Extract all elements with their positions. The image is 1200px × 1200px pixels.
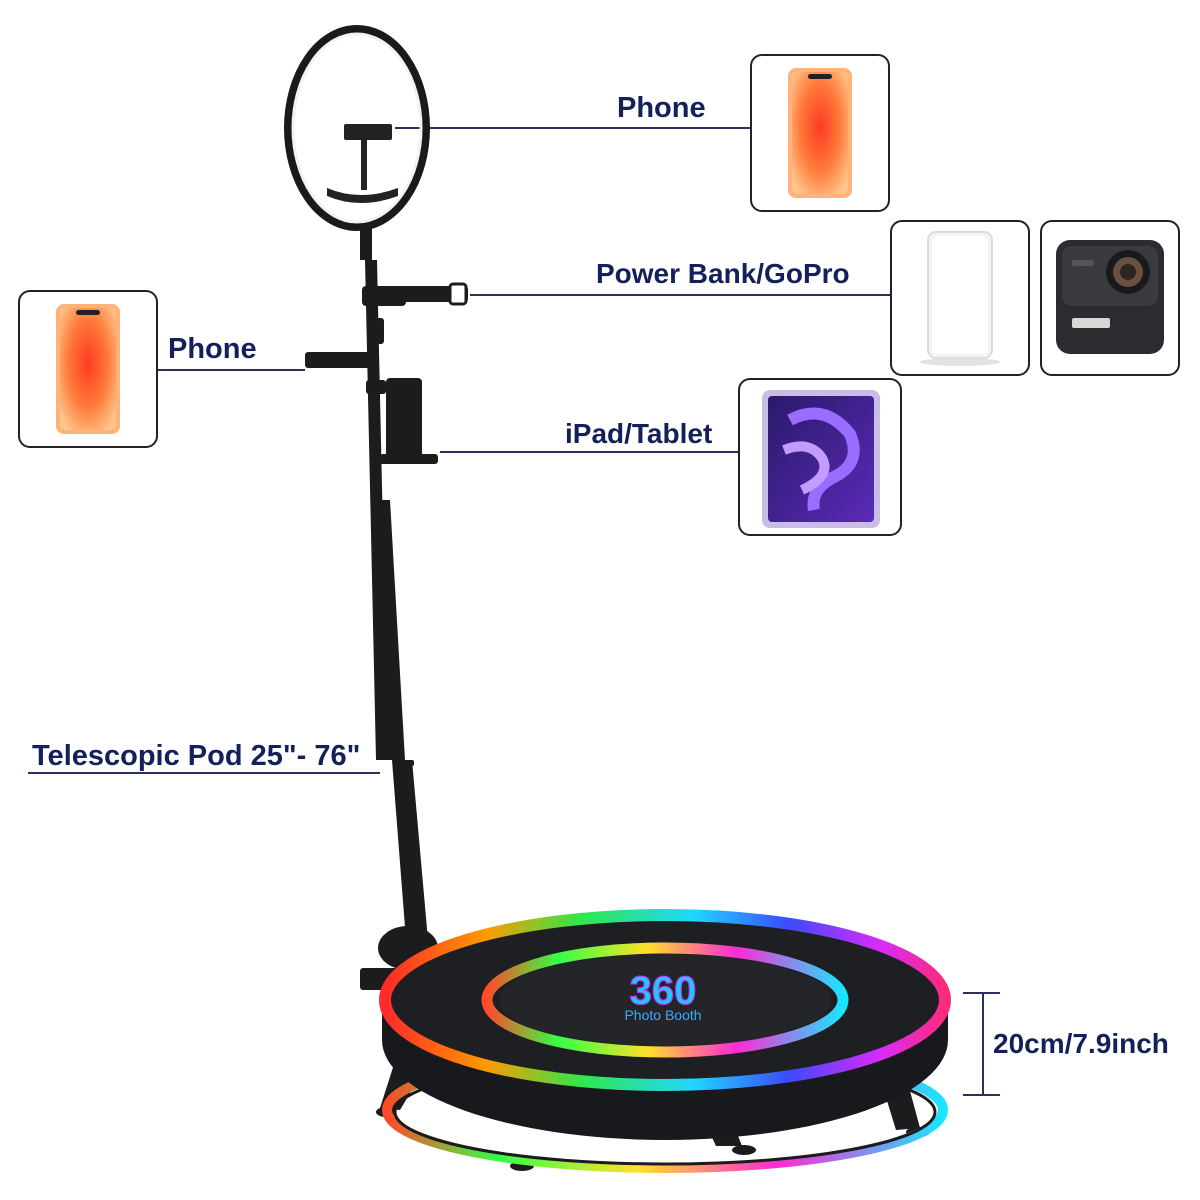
tablet-icon xyxy=(762,390,880,528)
leader-lines xyxy=(28,127,1000,1096)
side-phone-label: Phone xyxy=(168,333,257,365)
ipad-thumbnail xyxy=(738,378,902,536)
telescopic-pod-label: Telescopic Pod 25"- 76" xyxy=(32,740,361,772)
spinner-platform xyxy=(376,909,951,1173)
smartphone-icon xyxy=(56,304,120,434)
power-bank-gopro-label: Power Bank/GoPro xyxy=(596,258,850,289)
phone-mount-label: Phone xyxy=(617,92,706,124)
power-bank-thumbnail xyxy=(890,220,1030,376)
telescopic-pole xyxy=(305,260,468,990)
power-bank-icon xyxy=(920,231,1000,366)
gopro-thumbnail xyxy=(1040,220,1180,376)
phone-top-thumbnail xyxy=(750,54,890,212)
platform-logo-subtitle: Photo Booth xyxy=(624,1007,701,1023)
ipad-tablet-label: iPad/Tablet xyxy=(565,418,713,449)
phone-left-thumbnail xyxy=(18,290,158,448)
smartphone-icon xyxy=(788,68,852,198)
ring-light xyxy=(284,25,430,260)
platform-logo-number: 360 xyxy=(630,969,697,1013)
platform-height-label: 20cm/7.9inch xyxy=(993,1028,1169,1059)
action-camera-icon xyxy=(1056,240,1164,354)
